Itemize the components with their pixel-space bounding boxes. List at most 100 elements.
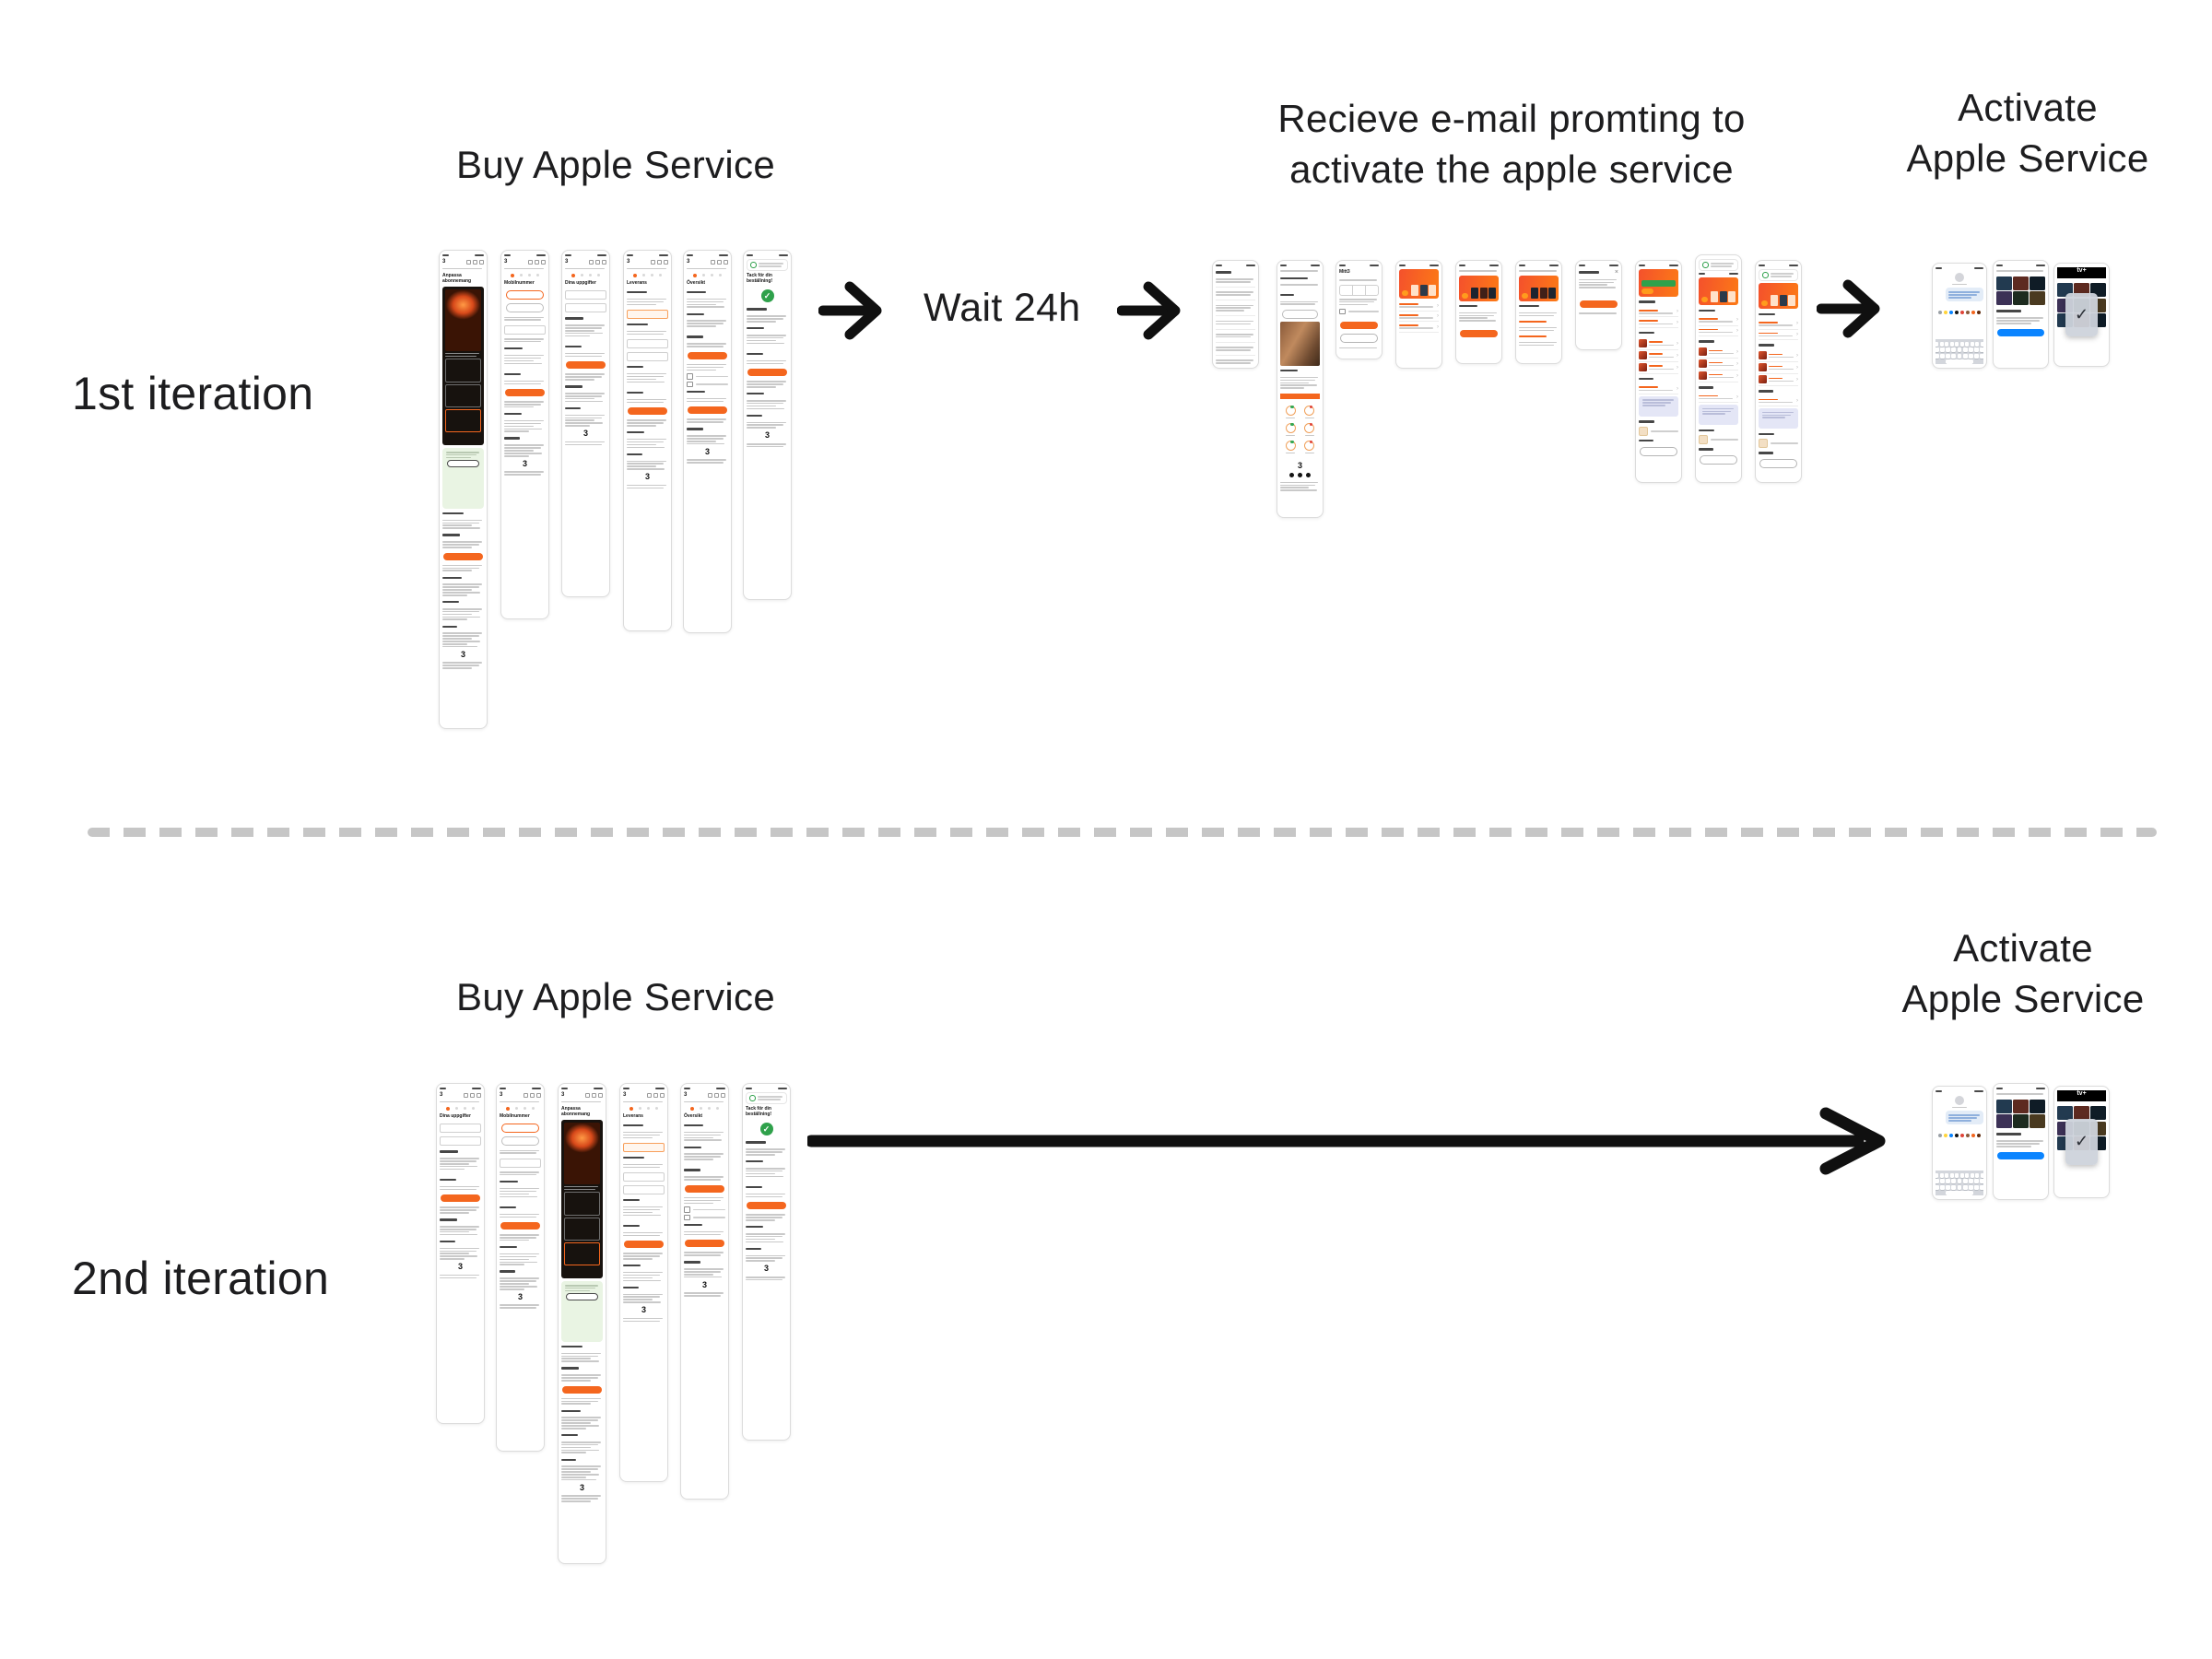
chevron-icon: › xyxy=(1437,302,1439,309)
phone-thumbnail[interactable]: Tack för din beställning!✓3 xyxy=(742,1083,791,1441)
arrow-icon xyxy=(818,276,894,350)
phone-thumbnail[interactable]: ✓ tv+ xyxy=(2053,1086,2110,1198)
check-icon: ✓ xyxy=(760,289,774,303)
social-icons xyxy=(1280,473,1320,478)
status-bar xyxy=(1996,265,2045,267)
phone-thumbnail[interactable]: ››› xyxy=(1395,260,1442,369)
status-bar xyxy=(1280,265,1320,267)
speech-bubble xyxy=(1759,269,1798,282)
tre-logo-icon: 3 xyxy=(641,1305,646,1315)
message-bubble xyxy=(1946,288,1983,302)
chevron-icon: › xyxy=(1796,364,1798,371)
arrow-icon xyxy=(1116,276,1193,350)
chevron-icon: › xyxy=(1736,372,1738,379)
speech-bubble xyxy=(746,1092,787,1105)
phone-thumbnail[interactable] xyxy=(1515,260,1562,364)
close-icon: × xyxy=(1614,269,1618,276)
status-bar xyxy=(747,254,788,257)
phone-thumbnail[interactable] xyxy=(1932,263,1987,369)
phone-thumbnail[interactable]: ✓tv+ xyxy=(2053,263,2110,367)
tre-logo-icon: 3 xyxy=(704,446,710,456)
chevron-icon: › xyxy=(1796,321,1798,327)
activate-label-line1: Activate xyxy=(1953,926,2093,970)
status-bar xyxy=(1699,273,1738,276)
subscribed-check-icon: ✓ xyxy=(2065,1118,2098,1166)
keyboard xyxy=(1936,1170,1983,1195)
phone-thumbnail[interactable]: ›››››› xyxy=(1755,260,1802,483)
screen-title: Tack för din beställning! xyxy=(746,1106,772,1118)
tre-logo-icon: 3 xyxy=(687,259,690,265)
wait-24h-label: Wait 24h xyxy=(924,286,1081,330)
emoji-row xyxy=(1936,310,1983,314)
phone-thumbnail[interactable]: 3 xyxy=(1277,260,1324,518)
tre-logo-icon: 3 xyxy=(644,472,650,482)
phone-thumbnail[interactable] xyxy=(1455,260,1502,364)
screen-title: Anpassa abonnemang xyxy=(561,1105,591,1117)
tre-logo-icon: 3 xyxy=(460,649,465,659)
screen-title: Anpassa abonnemang xyxy=(442,272,472,284)
apple-tv-plus-logo: tv+ xyxy=(2057,1090,2106,1101)
iteration-1-label: 1st iteration xyxy=(72,368,314,419)
chevron-icon: › xyxy=(1677,340,1678,347)
phone-thumbnail[interactable] xyxy=(1212,260,1259,369)
screen-title: Mobilnummer xyxy=(504,279,535,286)
phone-thumbnail[interactable]: × xyxy=(1575,260,1622,350)
chevron-icon: › xyxy=(1736,348,1738,355)
phone-thumbnail[interactable] xyxy=(1993,1083,2049,1200)
phone-thumbnail[interactable] xyxy=(1993,260,2049,369)
activate-apple-service-label-2: Activate Apple Service xyxy=(1876,924,2171,1024)
tre-logo-icon: 3 xyxy=(582,429,588,439)
status-bar xyxy=(440,1088,481,1090)
emoji-row xyxy=(1936,1133,1983,1137)
tre-logo-icon: 3 xyxy=(457,1262,463,1272)
status-bar xyxy=(1216,265,1255,267)
check-icon: ✓ xyxy=(759,1123,773,1136)
tre-logo-icon: 3 xyxy=(500,1092,503,1099)
chevron-icon: › xyxy=(1677,319,1678,325)
avatar xyxy=(1955,1096,1964,1106)
tre-logo-icon: 3 xyxy=(440,1092,443,1099)
chevron-icon: › xyxy=(1677,309,1678,315)
message-bubble xyxy=(1946,1111,1983,1125)
screen-title: Dina uppgifter xyxy=(440,1112,471,1119)
tre-logo-icon: 3 xyxy=(579,1482,584,1492)
tre-logo-icon: 3 xyxy=(522,459,527,468)
receive-email-label: Recieve e-mail promting to activate the … xyxy=(1277,97,1746,191)
activate-label-line1: Activate xyxy=(1958,86,2098,129)
long-arrow-icon xyxy=(805,1104,1918,1182)
status-bar xyxy=(1996,1088,2045,1090)
chevron-icon: › xyxy=(1736,394,1738,400)
tre-logo-icon: 3 xyxy=(517,1292,523,1301)
screen-title: Leverans xyxy=(627,279,647,286)
status-bar xyxy=(1339,265,1379,267)
status-bar xyxy=(684,1088,725,1090)
phone-thumbnail[interactable]: ›››››› xyxy=(1695,254,1742,483)
phone-thumbnail[interactable]: Mitt3 xyxy=(1335,260,1382,359)
screen-title: Mitt3 xyxy=(1339,269,1350,276)
tre-logo-icon: 3 xyxy=(561,1092,565,1099)
arrow-icon xyxy=(1816,274,1892,348)
screen-title: Dina uppgifter xyxy=(565,279,596,286)
apple-tv-plus-logo: tv+ xyxy=(2057,267,2106,278)
tre-logo-icon: 3 xyxy=(504,259,508,265)
chevron-icon: › xyxy=(1736,317,1738,324)
phone-thumbnail[interactable]: Tack för din beställning!✓3 xyxy=(743,250,792,600)
screen-title: Översikt xyxy=(687,279,706,286)
phone-thumbnail[interactable]: ›››››› xyxy=(1635,260,1682,483)
activate-label-line2: Apple Service xyxy=(1906,135,2149,180)
phone-thumbnail[interactable] xyxy=(1932,1086,1987,1200)
keyboard xyxy=(1936,338,1983,364)
status-bar xyxy=(500,1088,541,1090)
chevron-icon: › xyxy=(1736,327,1738,334)
status-bar xyxy=(746,1088,787,1090)
